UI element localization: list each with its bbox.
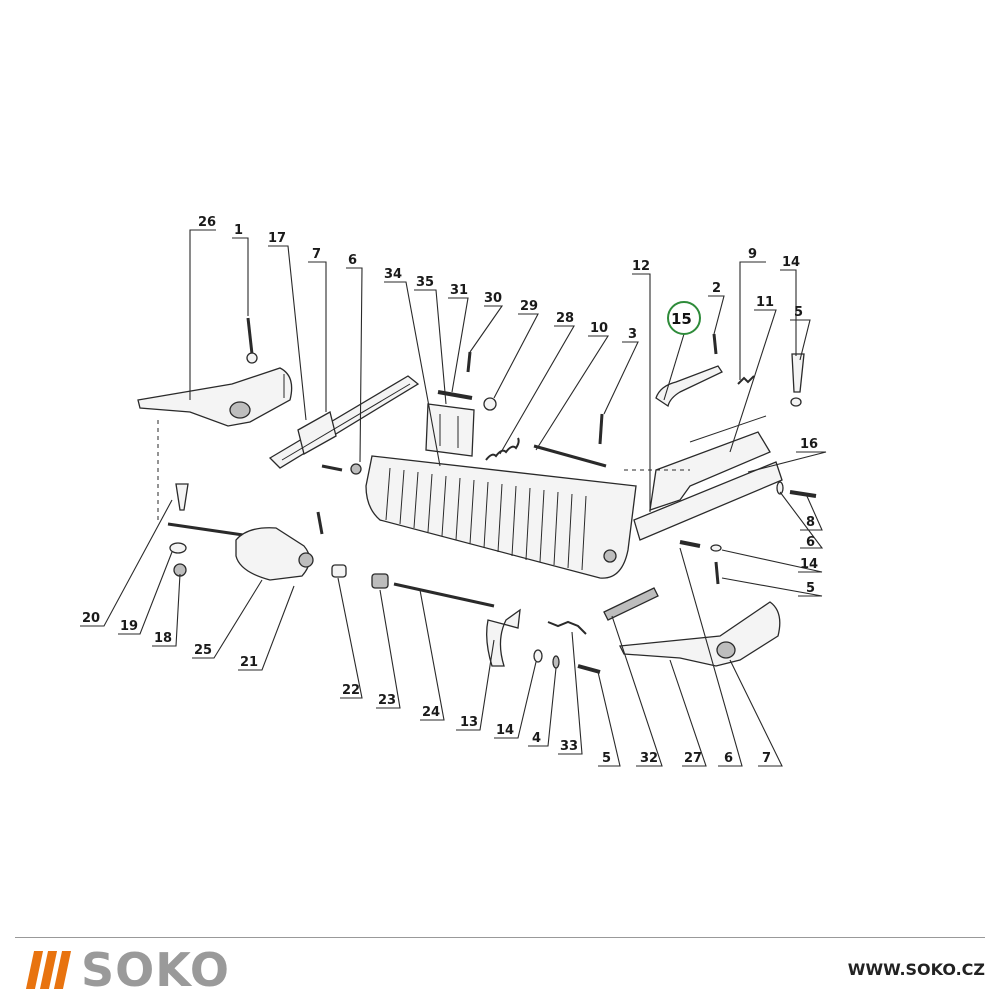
part-label[interactable]: 6 bbox=[806, 535, 815, 550]
part-label[interactable]: 5 bbox=[602, 751, 611, 766]
part-rod-10 bbox=[533, 444, 607, 468]
part-label[interactable]: 10 bbox=[590, 321, 608, 336]
part-label[interactable]: 29 bbox=[520, 299, 538, 314]
part-label[interactable]: 4 bbox=[532, 731, 541, 746]
part-label[interactable]: 34 bbox=[384, 267, 402, 282]
exploded-parts-diagram: 26 1 17 7 6 34 35 31 30 29 28 10 3 12 15… bbox=[80, 215, 827, 767]
part-label[interactable]: 12 bbox=[632, 259, 650, 274]
part-chain-32 bbox=[603, 587, 659, 621]
part-left-arm bbox=[137, 367, 293, 427]
part-label[interactable]: 7 bbox=[762, 751, 771, 766]
part-label[interactable]: 19 bbox=[120, 619, 138, 634]
part-labels: 26 1 17 7 6 34 35 31 30 29 28 10 3 12 15… bbox=[82, 215, 818, 766]
part-tines bbox=[385, 467, 587, 571]
part-label[interactable]: 24 bbox=[422, 705, 440, 720]
part-label[interactable]: 3 bbox=[628, 327, 637, 342]
logo-bars-icon bbox=[25, 951, 72, 989]
part-right-arm bbox=[618, 601, 781, 667]
part-label[interactable]: 25 bbox=[194, 643, 212, 658]
part-label[interactable]: 31 bbox=[450, 283, 468, 298]
part-label[interactable]: 7 bbox=[312, 247, 321, 262]
part-label[interactable]: 6 bbox=[724, 751, 733, 766]
part-label[interactable]: 22 bbox=[342, 683, 360, 698]
brand-logo[interactable]: SOKO bbox=[25, 943, 230, 997]
part-lever-15 bbox=[655, 365, 723, 408]
part-label[interactable]: 6 bbox=[348, 253, 357, 268]
part-label[interactable]: 1 bbox=[234, 223, 243, 238]
part-pin-1 bbox=[246, 317, 254, 355]
part-label[interactable]: 2 bbox=[712, 281, 721, 296]
part-label[interactable]: 30 bbox=[484, 291, 502, 306]
part-tine-basket bbox=[365, 455, 637, 579]
part-label[interactable]: 27 bbox=[684, 751, 702, 766]
part-axle-24 bbox=[393, 582, 495, 608]
part-label[interactable]: 21 bbox=[240, 655, 258, 670]
part-label-highlighted[interactable]: 15 bbox=[671, 310, 692, 328]
part-label[interactable]: 14 bbox=[782, 255, 800, 270]
part-shaft bbox=[167, 522, 251, 538]
part-label[interactable]: 8 bbox=[806, 515, 815, 530]
part-label[interactable]: 17 bbox=[268, 231, 286, 246]
part-coil-13 bbox=[486, 608, 521, 667]
part-label[interactable]: 26 bbox=[198, 215, 216, 230]
part-label[interactable]: 35 bbox=[416, 275, 434, 290]
part-label[interactable]: 5 bbox=[806, 581, 815, 596]
part-label[interactable]: 18 bbox=[154, 631, 172, 646]
part-label[interactable]: 23 bbox=[378, 693, 396, 708]
part-label[interactable]: 11 bbox=[756, 295, 774, 310]
highlight-circle bbox=[667, 301, 701, 335]
website-url[interactable]: WWW.SOKO.CZ bbox=[847, 960, 985, 979]
part-spring-28 bbox=[485, 437, 520, 461]
part-label[interactable]: 33 bbox=[560, 739, 578, 754]
part-label[interactable]: 20 bbox=[82, 611, 100, 626]
brand-name: SOKO bbox=[81, 943, 230, 997]
part-label[interactable]: 28 bbox=[556, 311, 574, 326]
part-left-arm-hub bbox=[229, 401, 251, 419]
part-drawings bbox=[137, 317, 817, 674]
part-label[interactable]: 16 bbox=[800, 437, 818, 452]
leader-lines bbox=[80, 229, 827, 767]
part-right-frame bbox=[633, 461, 783, 541]
part-label[interactable]: 32 bbox=[640, 751, 658, 766]
part-label[interactable]: 14 bbox=[800, 557, 818, 572]
part-label[interactable]: 5 bbox=[794, 305, 803, 320]
part-label[interactable]: 9 bbox=[748, 247, 757, 262]
part-plate-35 bbox=[425, 403, 475, 457]
footer: SOKO WWW.SOKO.CZ bbox=[15, 937, 985, 998]
part-nut-6 bbox=[350, 463, 362, 475]
part-label[interactable]: 13 bbox=[460, 715, 478, 730]
part-label[interactable]: 14 bbox=[496, 723, 514, 738]
part-hub-25 bbox=[235, 527, 311, 581]
